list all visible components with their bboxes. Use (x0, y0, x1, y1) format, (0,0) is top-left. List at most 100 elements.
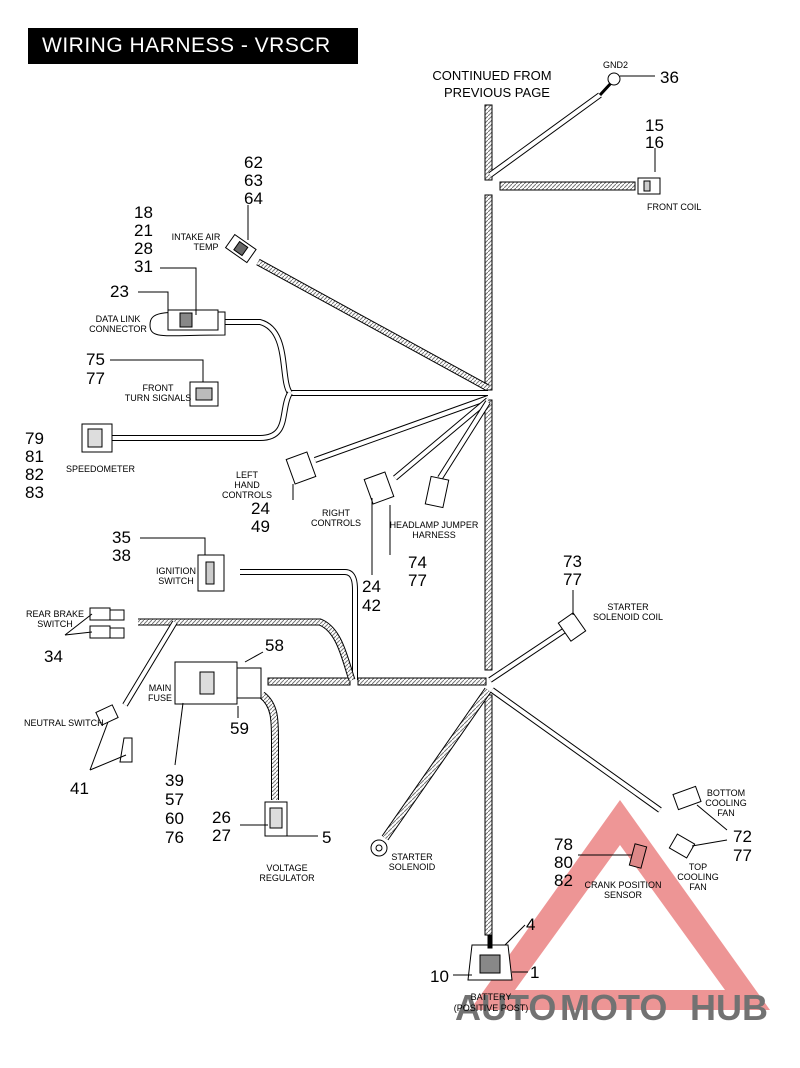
starter-solenoid-terminal (370, 839, 388, 857)
callout-72: 72 (733, 827, 752, 846)
callout-78: 78 (554, 835, 573, 854)
callout-80: 80 (554, 853, 573, 872)
voltage-regulator-label-2: REGULATOR (259, 873, 315, 883)
callout-75: 75 (86, 350, 105, 369)
callout-60: 60 (165, 809, 184, 828)
bottom-fan-label-1: BOTTOM (707, 788, 745, 798)
callout-64: 64 (244, 189, 263, 208)
crank-sensor-label-1: CRANK POSITION (584, 880, 661, 890)
voltage-regulator-connector (264, 801, 288, 837)
watermark: AUTO MOTO HUB (455, 800, 770, 1028)
left-hand-label-1: LEFT (236, 470, 259, 480)
watermark-text-3: HUB (690, 987, 768, 1028)
callout-28: 28 (134, 239, 153, 258)
left-hand-label-3: CONTROLS (222, 490, 272, 500)
neutral-switch-parts (95, 704, 133, 763)
callout-63: 63 (244, 171, 263, 190)
front-turn-label-2: TURN SIGNALS (125, 393, 192, 403)
front-coil-label: FRONT COIL (647, 202, 701, 212)
front-coil-connector (637, 177, 661, 195)
callout-1: 1 (530, 963, 539, 982)
continued-label-2: PREVIOUS PAGE (444, 85, 550, 100)
callout-77d: 77 (733, 846, 752, 865)
front-turn-label-1: FRONT (143, 383, 174, 393)
main-fuse-block (174, 661, 262, 705)
callout-27: 27 (212, 826, 231, 845)
callout-23: 23 (110, 282, 129, 301)
right-controls-label-1: RIGHT (322, 508, 351, 518)
callout-83: 83 (25, 483, 44, 502)
headlamp-label-1: HEADLAMP JUMPER (390, 520, 479, 530)
rear-brake-label-2: SWITCH (37, 619, 73, 629)
neutral-switch-label: NEUTRAL SWITCH (24, 718, 104, 728)
continued-label-1: CONTINUED FROM (432, 68, 551, 83)
left-hand-label-2: HAND (234, 480, 260, 490)
callout-38: 38 (112, 546, 131, 565)
callout-35: 35 (112, 528, 131, 547)
ignition-switch-connector (197, 554, 225, 592)
callout-82a: 82 (25, 465, 44, 484)
bottom-fan-label-3: FAN (717, 808, 735, 818)
callout-77c: 77 (563, 570, 582, 589)
main-fuse-label-1: MAIN (149, 683, 172, 693)
crank-position-sensor (628, 843, 648, 869)
watermark-triangle-icon (470, 800, 770, 1010)
page-title: WIRING HARNESS - VRSCR (28, 28, 358, 64)
callout-77a: 77 (86, 369, 105, 388)
main-fuse-label-2: FUSE (148, 693, 172, 703)
ignition-label-2: SWITCH (158, 576, 194, 586)
callout-39: 39 (165, 771, 184, 790)
top-fan-label-3: FAN (689, 882, 707, 892)
callout-41: 41 (70, 779, 89, 798)
callout-36: 36 (660, 68, 679, 87)
front-turn-signals-connector (189, 381, 219, 407)
callout-82b: 82 (554, 871, 573, 890)
intake-air-temp-label-1: INTAKE AIR (172, 232, 221, 242)
left-hand-controls-connector (285, 451, 317, 485)
callout-24a: 24 (251, 499, 270, 518)
starter-coil-label-1: STARTER (607, 602, 649, 612)
callout-42: 42 (362, 596, 381, 615)
callout-4: 4 (526, 915, 535, 934)
battery-label-1: BATTERY (471, 992, 512, 1002)
rear-brake-label-1: REAR BRAKE (26, 609, 84, 619)
intake-air-temp-label-2: TEMP (193, 242, 218, 252)
callout-81: 81 (25, 447, 44, 466)
right-controls-connector (363, 471, 395, 505)
watermark-text-1: AUTO (455, 987, 556, 1028)
callout-76: 76 (165, 828, 184, 847)
callout-49: 49 (251, 517, 270, 536)
starter-coil-label-2: SOLENOID COIL (593, 612, 663, 622)
speedometer-connector (81, 423, 113, 453)
callout-16: 16 (645, 133, 664, 152)
callout-24b: 24 (362, 577, 381, 596)
bottom-fan-label-2: COOLING (705, 798, 747, 808)
callout-34: 34 (44, 647, 63, 666)
callout-31: 31 (134, 257, 153, 276)
headlamp-jumper-connector (424, 475, 450, 509)
top-fan-label-2: COOLING (677, 872, 719, 882)
callout-77b: 77 (408, 571, 427, 590)
callout-79: 79 (25, 429, 44, 448)
speedometer-label: SPEEDOMETER (66, 464, 136, 474)
callout-18: 18 (134, 203, 153, 222)
cooling-fan-connectors (668, 785, 702, 859)
battery-label-2: (POSITIVE POST) (454, 1003, 529, 1013)
starter-solenoid-label-1: STARTER (391, 852, 433, 862)
crank-sensor-label-2: SENSOR (604, 890, 643, 900)
voltage-regulator-label-1: VOLTAGE (266, 863, 307, 873)
diagram-text: CONTINUED FROM PREVIOUS PAGE GND2 36 15 … (24, 60, 752, 1013)
callout-10: 10 (430, 967, 449, 986)
watermark-text-2: MOTO (560, 987, 667, 1028)
callout-74: 74 (408, 553, 427, 572)
data-link-label-2: CONNECTOR (89, 324, 147, 334)
gnd2-label: GND2 (603, 60, 628, 70)
callout-21: 21 (134, 221, 153, 240)
ignition-label-1: IGNITION (156, 566, 196, 576)
top-fan-label-1: TOP (689, 862, 707, 872)
callout-58: 58 (265, 636, 284, 655)
rear-brake-switch-connectors (89, 607, 125, 639)
headlamp-label-2: HARNESS (412, 530, 456, 540)
right-controls-label-2: CONTROLS (311, 518, 361, 528)
